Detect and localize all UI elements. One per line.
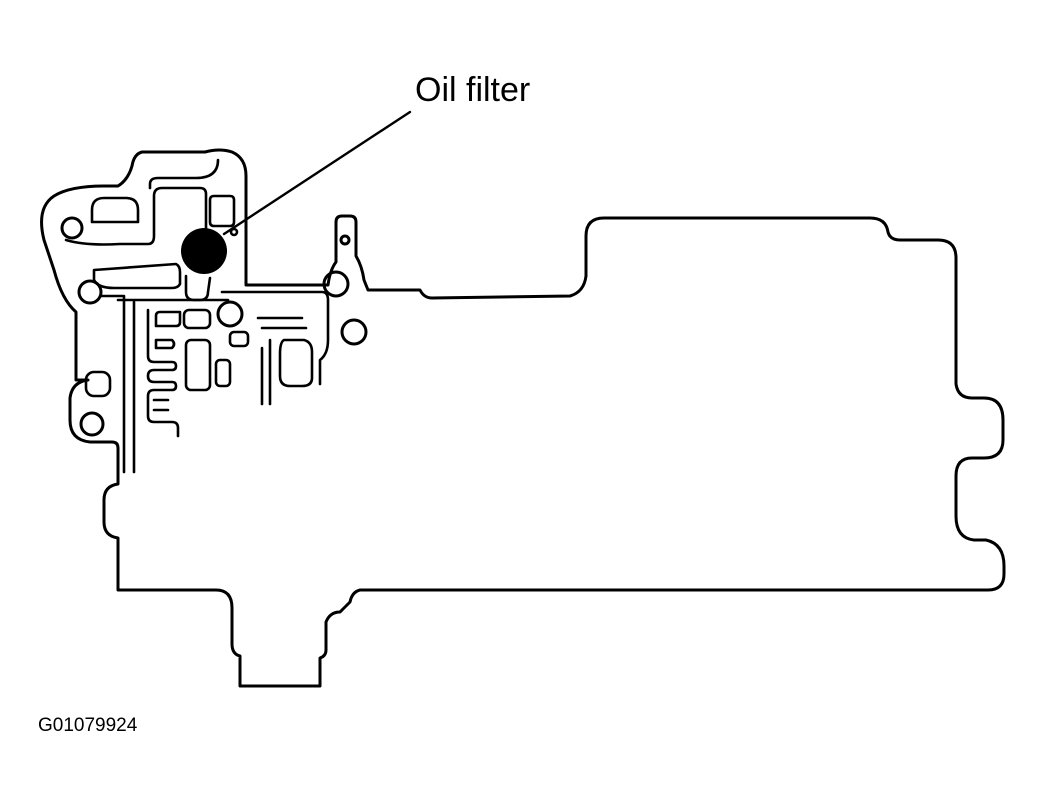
passage-comb	[146, 308, 180, 438]
bolt-hole	[339, 234, 351, 246]
passage-comb	[154, 310, 182, 328]
channel	[278, 338, 314, 388]
channel	[256, 316, 308, 330]
figure-id: G01079924	[38, 715, 138, 736]
port	[214, 358, 232, 388]
callout-leader-line	[222, 110, 412, 236]
passage-comb	[154, 338, 176, 350]
channel	[90, 196, 140, 224]
oil-filter-label: Oil filter	[415, 71, 531, 109]
bolt-hole	[77, 279, 103, 305]
channel	[64, 186, 208, 246]
bolt-hole	[60, 216, 84, 240]
bolt-hole	[340, 318, 368, 346]
port	[84, 370, 112, 398]
port	[228, 330, 250, 348]
channel	[208, 194, 236, 228]
channel	[260, 338, 272, 406]
valve-body-outline	[40, 148, 1006, 688]
channel	[100, 294, 126, 474]
bolt-hole	[322, 270, 350, 298]
passage-comb	[152, 398, 170, 412]
oil-filter-marker	[181, 228, 227, 274]
channel	[184, 274, 212, 302]
channel	[92, 262, 182, 290]
port	[184, 338, 212, 392]
port	[182, 308, 212, 330]
bolt-hole	[79, 411, 105, 437]
bolt-hole	[216, 300, 244, 328]
channel	[220, 290, 330, 386]
channel	[148, 158, 220, 190]
bolt-hole	[229, 227, 239, 237]
